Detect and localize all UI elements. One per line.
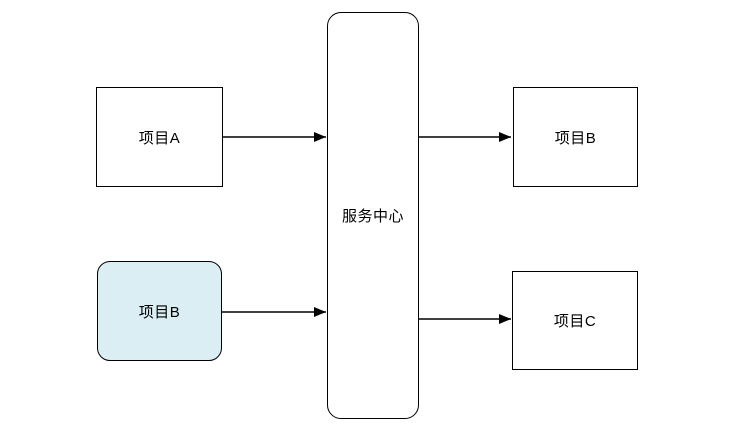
node-project-a-label: 项目A bbox=[138, 129, 181, 147]
node-project-b-source-label: 项目B bbox=[138, 303, 181, 321]
node-service-center-label: 服务中心 bbox=[341, 208, 404, 225]
node-project-b-target: 项目B bbox=[513, 87, 638, 187]
node-project-b-target-label: 项目B bbox=[554, 129, 597, 147]
node-project-c: 项目C bbox=[512, 271, 638, 370]
node-project-a: 项目A bbox=[96, 87, 223, 187]
node-project-c-label: 项目C bbox=[553, 313, 597, 330]
node-service-center: 服务中心 bbox=[327, 12, 419, 419]
node-project-b-source: 项目B bbox=[97, 261, 222, 361]
